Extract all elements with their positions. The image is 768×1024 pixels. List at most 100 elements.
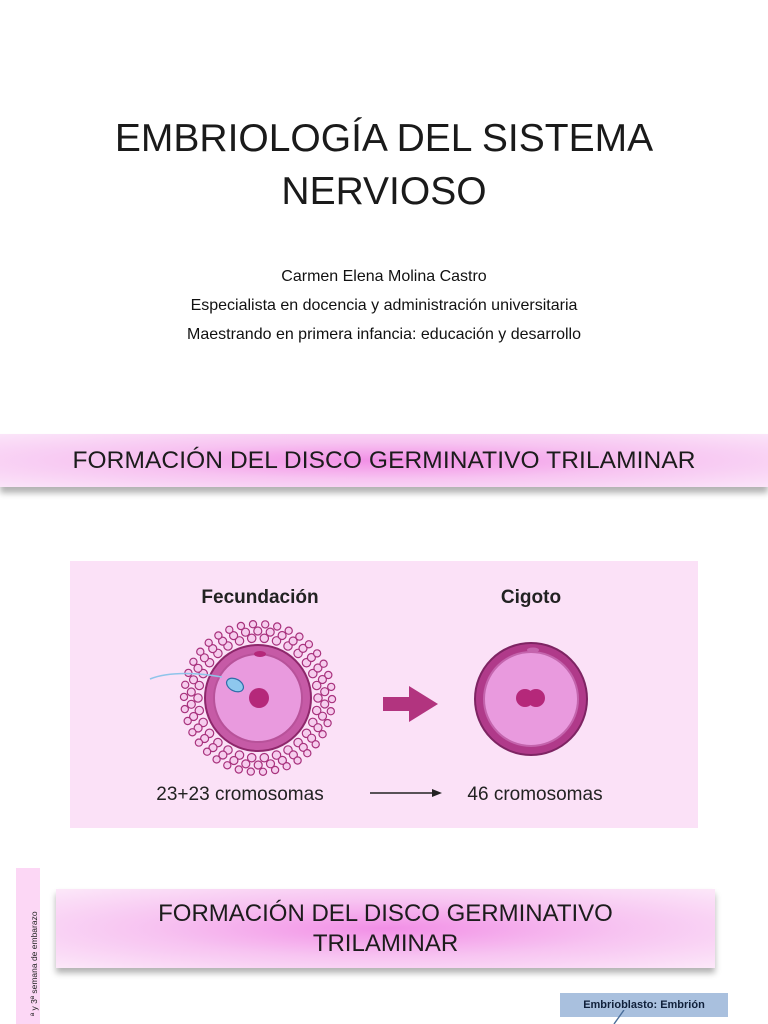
follicle-cell (319, 659, 328, 668)
follicle-cell (196, 647, 205, 656)
follicle-cell (323, 718, 332, 728)
follicle-cell (193, 693, 203, 703)
follicle-cell (282, 761, 291, 771)
section-banner-title: FORMACIÓN DEL DISCO GERMINATIVO TRILAMIN… (72, 446, 696, 474)
section-banner-2-line-2: TRILAMINAR (312, 929, 459, 957)
follicle-cell (312, 649, 322, 658)
follicle-cell (298, 742, 308, 752)
follicle-cell (304, 640, 314, 649)
follicle-cell (240, 627, 251, 637)
follicle-cell (183, 716, 192, 726)
follicle-cell (313, 723, 323, 733)
follicle-cell (311, 680, 322, 691)
follicle-cell (234, 765, 243, 774)
follicle-cell (198, 717, 208, 728)
follicle-cell (258, 767, 268, 776)
follicle-cell (265, 627, 275, 637)
author-name: Carmen Elena Molina Castro (281, 268, 487, 285)
follicle-cell (229, 755, 239, 766)
follicle-cell (265, 759, 276, 769)
follicle-cell (327, 694, 337, 704)
follicle-cell (246, 633, 257, 644)
follicle-cell (318, 729, 327, 739)
corona-radiata (179, 620, 337, 776)
follicle-cell (260, 620, 270, 629)
follicle-cell (248, 620, 258, 629)
follicle-cell (326, 706, 335, 716)
follicle-cell (188, 728, 197, 737)
embrioblasto-label: Embrioblasto: Embrión (560, 993, 728, 1017)
follicle-cell (188, 711, 199, 722)
author-role-2: Maestrando en primera infancia: educació… (187, 326, 581, 343)
follicle-cell (179, 692, 189, 702)
follicle-cell (234, 750, 245, 760)
follicle-cell (194, 738, 204, 747)
follicle-cell (284, 626, 293, 635)
follicle-cell (307, 733, 317, 743)
follicle-cell (327, 682, 336, 692)
follicle-cell (225, 625, 234, 635)
follicle-cell (199, 653, 209, 663)
embrioblasto-label-text: Embrioblasto: Embrión (583, 999, 705, 1011)
follicle-cell (293, 756, 302, 765)
follicle-cell (313, 663, 323, 673)
follicle-cell (212, 755, 221, 764)
follicle-cell (270, 765, 280, 775)
follicle-cell (218, 636, 228, 646)
follicle-cell (229, 630, 239, 641)
cigoto-heading: Cigoto (501, 587, 561, 608)
author-role-1: Especialista en docencia y administració… (190, 297, 578, 314)
fecundacion-heading: Fecundación (201, 587, 318, 608)
follicle-cell (253, 760, 263, 770)
follicle-cell (188, 675, 199, 685)
follicle-cell (204, 638, 213, 648)
follicle-cell (180, 704, 190, 714)
follicle-cell (186, 687, 196, 697)
follicle-cell (298, 643, 308, 654)
follicle-cell (272, 622, 282, 631)
author-block: Carmen Elena Molina Castro Especialista … (0, 262, 768, 349)
follicle-cell (288, 636, 298, 646)
follicle-cell (246, 752, 257, 763)
follicle-cell (295, 632, 304, 641)
embrioblasto-pointer-line (613, 1010, 625, 1024)
follicle-cell (317, 674, 327, 685)
title-line-2: NERVIOSO (281, 170, 487, 213)
follicle-cell (313, 693, 323, 703)
sperm-icon (149, 672, 245, 693)
follicle-cell (193, 723, 203, 733)
follicle-cell (186, 699, 196, 709)
follicle-cell (311, 705, 322, 716)
follicle-cell (277, 755, 287, 765)
follicle-cell (223, 761, 232, 770)
follicle-cell (259, 752, 270, 763)
follicle-cell (202, 747, 212, 756)
cigoto-caption: 46 cromosomas (467, 784, 602, 805)
follicle-cell (253, 626, 263, 636)
follicle-cell (303, 748, 312, 758)
follicle-cell (277, 630, 287, 641)
follicle-cell (308, 668, 318, 679)
section-banner-2: FORMACIÓN DEL DISCO GERMINATIVO TRILAMIN… (56, 889, 715, 968)
caption-arrow-icon (370, 789, 442, 797)
follicle-cell (214, 631, 223, 640)
follicle-cell (236, 621, 246, 631)
follicle-cell (320, 687, 330, 697)
follicle-cell (193, 663, 203, 673)
follicle-cell (194, 680, 205, 691)
zygote-icon (474, 642, 588, 756)
fertilization-illustration: Fecundación Cigoto 23+23 (70, 561, 698, 828)
fecundacion-caption: 23+23 cromosomas (156, 784, 323, 805)
follicle-cell (234, 636, 245, 646)
page-title: EMBRIOLOGÍA DEL SISTEMA NERVIOSO (0, 112, 768, 218)
follicle-cell (259, 633, 270, 644)
follicle-cell (218, 750, 228, 760)
follicle-cell (208, 743, 218, 753)
follicle-cell (271, 636, 282, 646)
section-banner: FORMACIÓN DEL DISCO GERMINATIVO TRILAMIN… (0, 434, 768, 487)
follicle-cell (317, 711, 328, 721)
follicle-cell (324, 670, 333, 680)
title-line-1: EMBRIOLOGÍA DEL SISTEMA (114, 117, 654, 160)
section-banner-2-line-1: FORMACIÓN DEL DISCO GERMINATIVO (158, 899, 613, 927)
follicle-cell (271, 750, 282, 760)
